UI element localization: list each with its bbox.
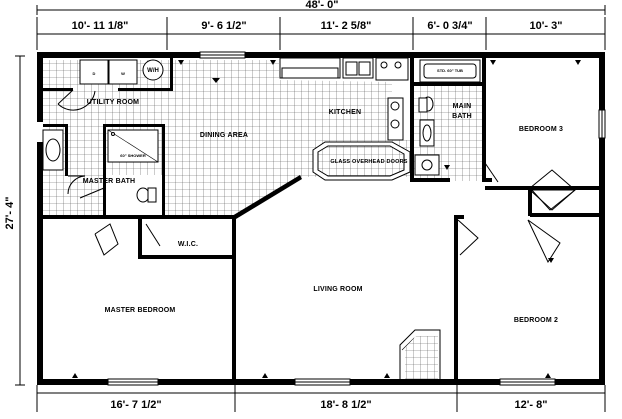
bottom-dimension-1: 16'- 7 1/2" <box>110 399 161 411</box>
overall-depth-label: 27'- 4" <box>4 197 16 230</box>
kitchen-label: KITCHEN <box>329 109 362 116</box>
main-bath-label-1: MAIN <box>453 103 472 110</box>
glass-doors-label: GLASS OVERHEAD DOORS <box>330 159 407 165</box>
markers <box>72 60 581 378</box>
bottom-dimension-2: 18'- 8 1/2" <box>320 399 371 411</box>
dining-area-label: DINING AREA <box>200 132 248 139</box>
top-dimension-3: 11'- 2 5/8" <box>321 20 372 32</box>
overall-width-label: 48'- 0" <box>306 0 339 11</box>
bedroom-3-label: BEDROOM 3 <box>519 126 563 133</box>
dimension-labels: 48'- 0" 10'- 11 1/8" 9'- 6 1/2" 11'- 2 5… <box>4 0 562 411</box>
living-room-label: LIVING ROOM <box>313 286 362 293</box>
bedroom-2-label: BEDROOM 2 <box>514 317 558 324</box>
room-labels: UTILITY ROOM DINING AREA KITCHEN MAIN BA… <box>83 99 563 324</box>
windows <box>107 51 606 386</box>
master-bath-label: MASTER BATH <box>83 178 136 185</box>
shower-label: 60" SHOWER <box>120 153 146 158</box>
top-dimension-1: 10'- 11 1/8" <box>72 20 129 32</box>
bottom-door-fill <box>405 336 438 379</box>
washer-label: W <box>121 71 125 76</box>
master-bath-fixtures <box>42 129 159 203</box>
doors <box>57 89 577 379</box>
interior-walls <box>43 56 602 381</box>
bottom-dimension-3: 12'- 8" <box>515 399 548 411</box>
wic-label: W.I.C. <box>178 241 198 248</box>
master-bedroom-label: MASTER BEDROOM <box>105 307 176 314</box>
utility-fixture-labels: D W W/H <box>93 68 159 76</box>
top-dimension-4: 6'- 0 3/4" <box>427 20 472 32</box>
utility-fixtures <box>79 59 164 85</box>
utility-room-label: UTILITY ROOM <box>87 99 139 106</box>
top-dimension-2: 9'- 6 1/2" <box>201 20 246 32</box>
top-dimension-5: 10'- 3" <box>530 20 563 32</box>
dimension-lines <box>15 5 606 412</box>
tub-label: STD. 60" TUB <box>437 68 463 73</box>
main-bath-label-2: BATH <box>452 113 472 120</box>
water-heater-label: W/H <box>147 68 159 74</box>
dryer-label: D <box>93 71 96 76</box>
kitchen-fixtures <box>279 57 481 181</box>
